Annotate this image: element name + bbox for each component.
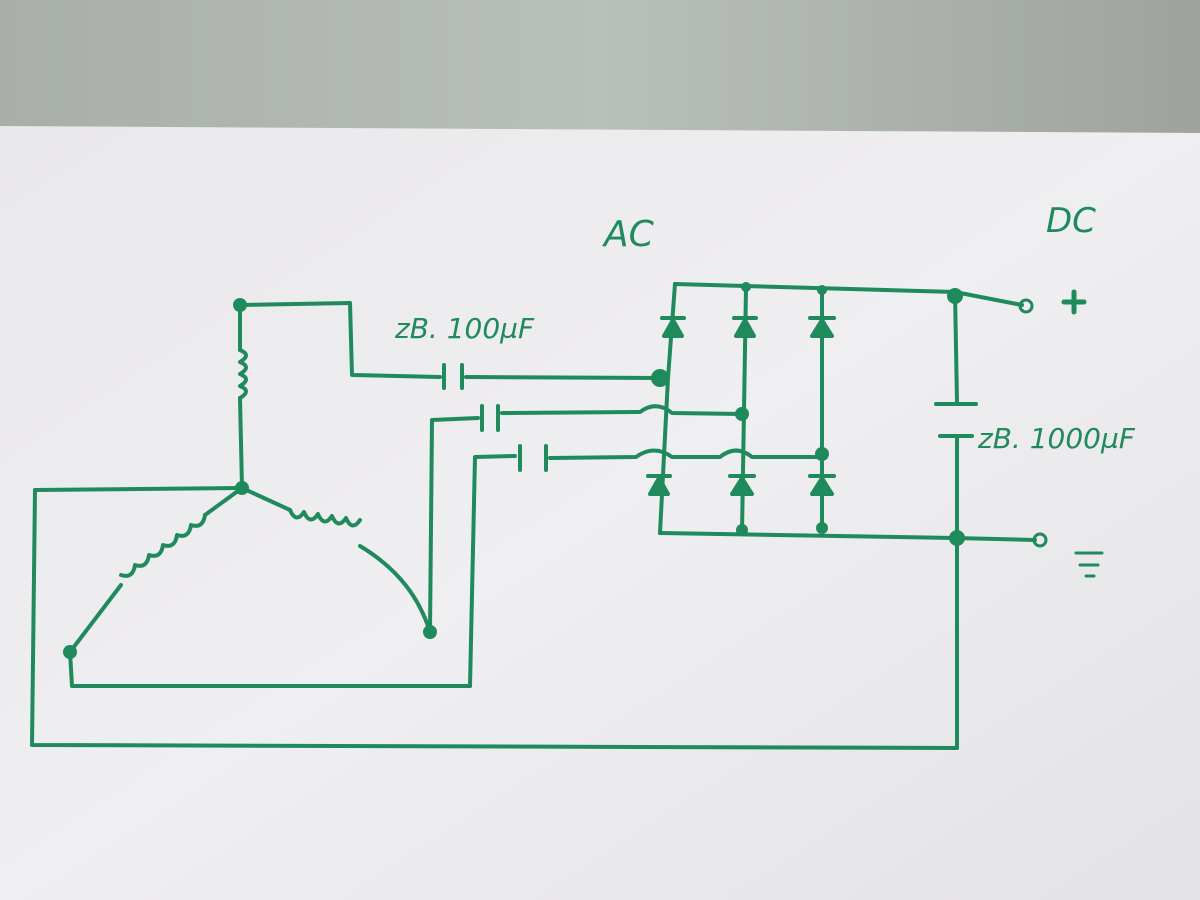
diode-icon: [808, 474, 836, 496]
ground-symbol-icon: [1074, 551, 1104, 578]
diode-icon: [646, 474, 672, 496]
diode-icon: [732, 316, 758, 338]
ac-label: AC: [602, 214, 655, 255]
junction-dot-icon: [817, 285, 827, 295]
junction-dot-icon: [815, 447, 829, 461]
junction-dot-icon: [949, 530, 965, 546]
inductor-coil-icon: [119, 513, 207, 578]
small-capacitor-value-label: zB. 100µF: [394, 312, 535, 345]
return-wire: [30, 486, 959, 750]
inductor-coil-icon: [238, 348, 248, 400]
inductor-coil-icon: [288, 508, 362, 528]
generator-winding: [68, 303, 472, 688]
junction-dot-icon: [741, 282, 751, 292]
capacitor-icon: [480, 404, 500, 432]
junction-dot-icon: [423, 625, 437, 639]
capacitor-icon: [442, 363, 464, 390]
junction-dot-icon: [63, 645, 77, 659]
junction-dot-icon: [947, 288, 963, 304]
large-capacitor-value-label: zB. 1000µF: [977, 422, 1136, 455]
plus-terminal-sign: [1061, 289, 1087, 315]
diode-icon: [808, 316, 836, 338]
capacitor-icon: [518, 444, 548, 472]
diode-icon: [660, 316, 686, 338]
junction-dot-icon: [816, 522, 828, 534]
terminal-circle-icon: [1018, 298, 1034, 314]
capacitor-icon: [934, 290, 978, 540]
junction-dot-icon: [736, 524, 748, 536]
diode-icon: [728, 474, 756, 496]
junction-dot-icon: [651, 369, 669, 387]
junction-dot-icon: [233, 298, 247, 312]
junction-dots: [63, 282, 965, 659]
paper-sheet: [0, 126, 1200, 900]
junction-dot-icon: [735, 407, 749, 421]
phase-wires: [238, 301, 517, 688]
dc-label: DC: [1046, 201, 1096, 241]
terminal-circle-icon: [1032, 532, 1048, 548]
junction-dot-icon: [235, 481, 249, 495]
